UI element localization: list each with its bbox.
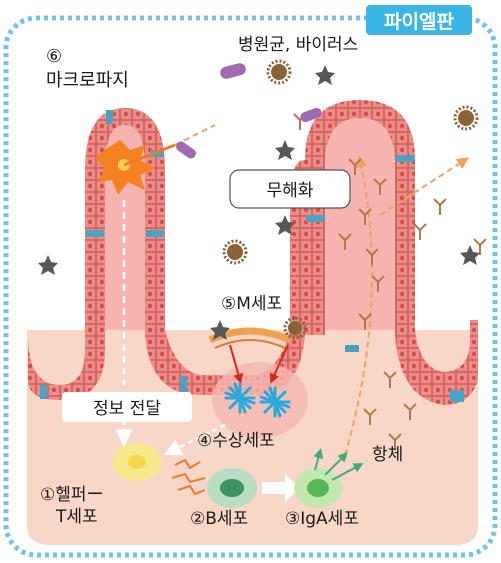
info-transfer-label: 정보 전달 (93, 399, 161, 419)
helper-t-label-1: ①헬퍼ー (40, 485, 104, 505)
helper-t-label-2: T세포 (55, 507, 98, 527)
neutralize-label: 무해화 (267, 181, 314, 201)
mcell-label: ⑤M세포 (221, 294, 282, 314)
bcell-label: ②B세포 (190, 509, 248, 529)
helper-t-cell (113, 443, 161, 481)
macrophage-label: 마크로파지 (46, 70, 129, 91)
iga-label: ③IgA세포 (285, 509, 359, 529)
dendritic-label: ④수상세포 (197, 431, 275, 451)
pathogens-label: 병원균, 바이러스 (238, 35, 358, 55)
dome-area (212, 362, 308, 438)
antibody-label: 항체 (372, 445, 403, 465)
macrophage-number: ⑥ (46, 46, 62, 67)
b-cell (207, 468, 257, 508)
badge-label: 파이엘판 (384, 11, 454, 33)
bacteria (174, 62, 323, 161)
